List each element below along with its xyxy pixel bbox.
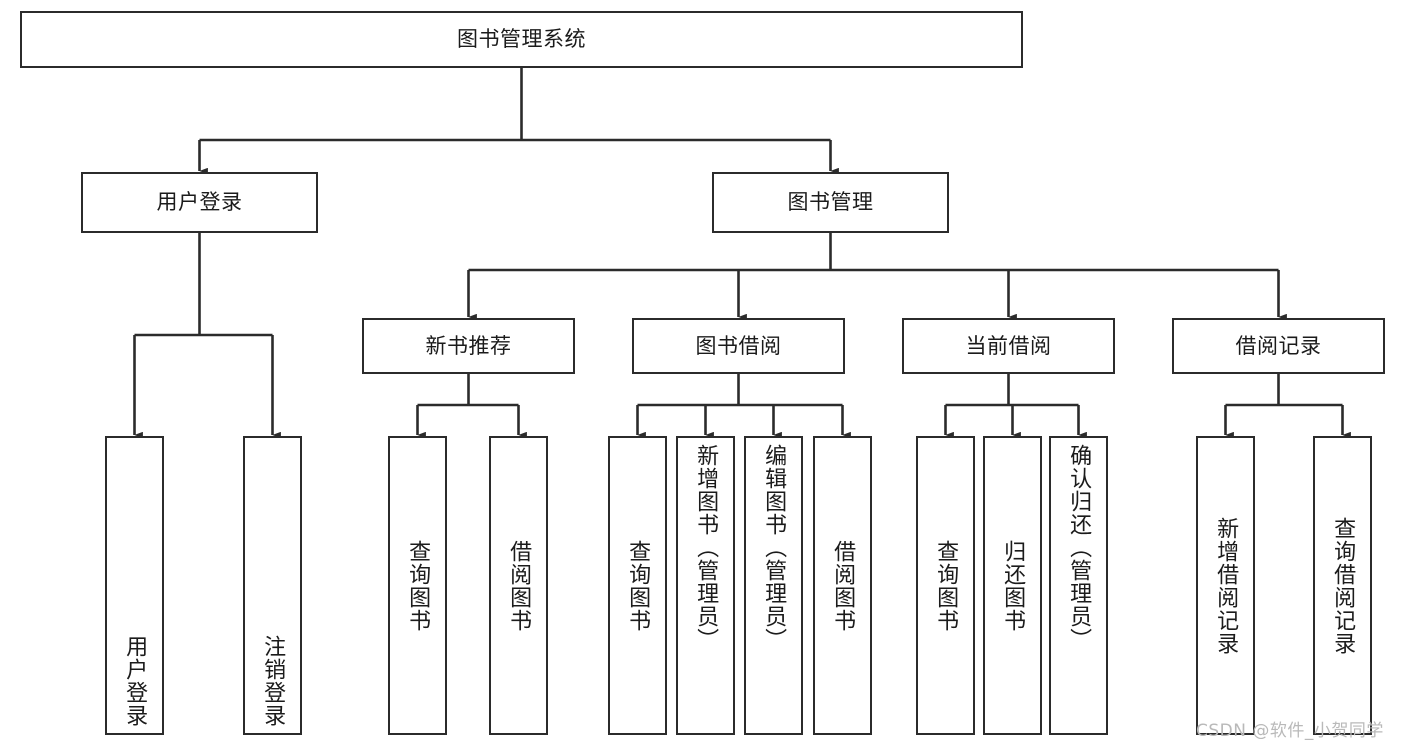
node-label: 查询图书 — [625, 539, 651, 632]
node-leaf-cur-query[interactable]: 查询图书 — [916, 436, 975, 735]
node-label: 当前借阅 — [965, 333, 1052, 358]
node-label: 用户登录 — [156, 190, 243, 215]
node-label: 查询借阅记录 — [1330, 516, 1356, 655]
node-leaf-borrow-query[interactable]: 查询图书 — [608, 436, 667, 735]
node-new-book-rec[interactable]: 新书推荐 — [362, 318, 575, 374]
node-root[interactable]: 图书管理系统 — [20, 11, 1023, 68]
node-leaf-cur-confirm[interactable]: 确认归还（管理员） — [1049, 436, 1108, 735]
node-label: 图书管理系统 — [457, 27, 586, 52]
node-label: 新增图书（管理员） — [693, 444, 719, 651]
node-borrow-record[interactable]: 借阅记录 — [1172, 318, 1385, 374]
node-book-borrow[interactable]: 图书借阅 — [632, 318, 845, 374]
node-leaf-rec-borrow[interactable]: 借阅图书 — [489, 436, 548, 735]
node-label: 查询图书 — [933, 539, 959, 632]
node-current-borrow[interactable]: 当前借阅 — [902, 318, 1115, 374]
node-leaf-logout[interactable]: 注销登录 — [243, 436, 302, 735]
node-leaf-borrow-add[interactable]: 新增图书（管理员） — [676, 436, 735, 735]
node-leaf-rec-query[interactable]: 查询图书 — [388, 436, 447, 735]
node-leaf-borrow-edit[interactable]: 编辑图书（管理员） — [744, 436, 803, 735]
node-leaf-borrow-do[interactable]: 借阅图书 — [813, 436, 872, 735]
node-label: 新增借阅记录 — [1213, 516, 1239, 655]
node-book-manage[interactable]: 图书管理 — [712, 172, 949, 233]
node-label: 借阅图书 — [506, 539, 532, 632]
node-label: 用户登录 — [122, 635, 148, 727]
connector-group — [133, 68, 1351, 439]
node-label: 新书推荐 — [425, 333, 512, 358]
node-leaf-cur-return[interactable]: 归还图书 — [983, 436, 1042, 735]
node-label: 图书借阅 — [695, 333, 782, 358]
node-label: 借阅记录 — [1235, 333, 1322, 358]
node-leaf-rec-search[interactable]: 查询借阅记录 — [1313, 436, 1372, 735]
node-label: 借阅图书 — [830, 539, 856, 632]
node-leaf-user-login[interactable]: 用户登录 — [105, 436, 164, 735]
node-label: 归还图书 — [1000, 539, 1026, 632]
node-label: 图书管理 — [787, 190, 874, 215]
node-user-login[interactable]: 用户登录 — [81, 172, 318, 233]
node-label: 编辑图书（管理员） — [761, 444, 787, 651]
node-leaf-rec-add[interactable]: 新增借阅记录 — [1196, 436, 1255, 735]
node-label: 查询图书 — [405, 539, 431, 632]
node-label: 确认归还（管理员） — [1066, 444, 1092, 651]
node-label: 注销登录 — [260, 635, 286, 727]
